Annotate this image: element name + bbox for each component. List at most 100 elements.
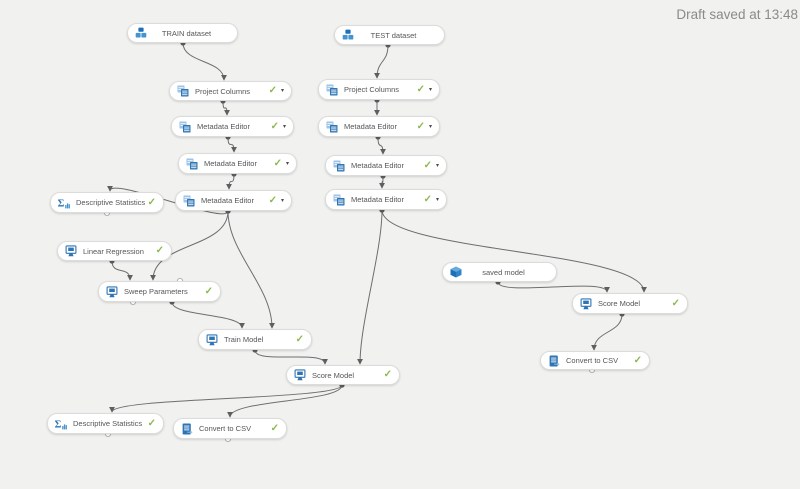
- node-metadata-editor-left-2[interactable]: Metadata Editor ✓▾: [178, 153, 297, 174]
- connector-score-center-to-descriptive-stats: [109, 384, 343, 413]
- node-label: Linear Regression: [83, 246, 144, 256]
- connector-metadata-3-right-to-score-right: [381, 209, 647, 293]
- chevron-down-icon[interactable]: ▾: [435, 162, 439, 169]
- node-test-dataset[interactable]: TEST dataset: [334, 25, 445, 45]
- status-check-icon: ✓: [270, 120, 279, 132]
- node-metadata-editor-left-1[interactable]: Metadata Editor ✓▾: [171, 116, 294, 137]
- chevron-down-icon[interactable]: ▾: [435, 196, 439, 203]
- chevron-down-icon[interactable]: ▾: [282, 123, 286, 130]
- connector-train-model-to-score-center: [254, 349, 328, 365]
- node-score-model-center[interactable]: Score Model ✓: [286, 365, 400, 385]
- node-project-columns-left[interactable]: Project Columns ✓▾: [169, 81, 292, 101]
- chevron-down-icon[interactable]: ▾: [280, 88, 284, 94]
- node-descriptive-stats-bottom[interactable]: Σ Descriptive Statistics ✓: [47, 413, 164, 434]
- chevron-down-icon[interactable]: ▾: [285, 160, 289, 167]
- status-check-icon: ✓: [155, 245, 164, 256]
- node-label: Descriptive Statistics: [76, 198, 146, 207]
- node-train-dataset[interactable]: TRAIN dataset: [127, 23, 238, 43]
- model-icon: [206, 333, 218, 345]
- status-check-icon: ✓: [295, 333, 304, 345]
- node-label: Project Columns: [344, 85, 400, 94]
- connector-metadata-2-to-metadata-3-right: [379, 175, 386, 189]
- node-metadata-editor-right-3[interactable]: Metadata Editor✓▾: [325, 189, 447, 210]
- connector-test-dataset-to-project-columns: [374, 44, 389, 79]
- draft-saved-status: Draft saved at 13:48: [676, 7, 798, 22]
- model-icon: [65, 245, 77, 257]
- node-label: Score Model: [598, 299, 641, 308]
- status-check-icon: ✓: [268, 85, 277, 96]
- node-metadata-editor-right-2[interactable]: Metadata Editor ✓▾: [325, 155, 447, 176]
- status-check-icon: ✓: [270, 422, 279, 434]
- connector-score-right-to-convert-csv-right: [591, 313, 623, 351]
- node-score-model-right[interactable]: Score Model✓: [572, 293, 688, 314]
- connector-saved-model-to-score-right: [497, 281, 610, 293]
- status-check-icon: ✓: [147, 196, 156, 208]
- chevron-down-icon[interactable]: ▾: [280, 197, 284, 204]
- connector-train-dataset-to-project-columns: [182, 42, 227, 81]
- node-descriptive-stats-upper[interactable]: Σ Descriptive Statistics✓: [50, 192, 164, 213]
- sigma-icon: Σ: [58, 198, 70, 209]
- node-label: Train Model: [224, 335, 264, 344]
- status-check-icon: ✓: [383, 369, 392, 380]
- node-sweep-parameters[interactable]: Sweep Parameters ✓: [98, 281, 221, 302]
- connector-metadata-3-right-to-score-center: [357, 209, 383, 365]
- node-label: Metadata Editor: [204, 159, 257, 168]
- status-check-icon: ✓: [273, 157, 282, 169]
- node-linear-regression[interactable]: Linear Regression ✓: [57, 241, 172, 261]
- node-label: Convert to CSV: [566, 356, 619, 365]
- node-label: Metadata Editor: [351, 161, 404, 170]
- node-convert-to-csv-bottom[interactable]: Convert to CSV ✓: [173, 418, 287, 439]
- connector-metadata-3-to-train-model: [227, 210, 275, 329]
- node-project-columns-right[interactable]: Project Columns ✓▾: [318, 79, 440, 100]
- connector-project-columns-to-metadata-1-left: [222, 100, 230, 116]
- status-check-icon: ✓: [633, 354, 642, 366]
- node-label: Score Model: [312, 370, 355, 380]
- node-label: saved model: [482, 267, 525, 277]
- table-icon: [333, 160, 345, 171]
- connector-metadata-2-to-metadata-3-left: [226, 173, 235, 190]
- node-label: Sweep Parameters: [124, 287, 188, 296]
- connector-score-center-to-convert-csv-bottom: [227, 384, 343, 418]
- node-convert-to-csv-right[interactable]: Convert to CSV ✓: [540, 351, 650, 370]
- node-metadata-editor-left-3[interactable]: Metadata Editor ✓▾: [175, 190, 292, 211]
- connector-metadata-3-to-descriptive-stats: [107, 185, 229, 215]
- node-label: Metadata Editor: [197, 122, 250, 131]
- node-label: Project Columns: [195, 86, 251, 96]
- model-icon: [106, 285, 118, 297]
- node-label: Descriptive Statistics: [73, 419, 143, 428]
- status-check-icon: ✓: [147, 417, 156, 429]
- node-label: Convert to CSV: [199, 424, 252, 433]
- table-icon: [186, 158, 198, 169]
- status-check-icon: ✓: [423, 159, 432, 171]
- status-check-icon: ✓: [423, 193, 432, 205]
- node-train-model[interactable]: Train Model ✓: [198, 329, 312, 350]
- status-check-icon: ✓: [416, 120, 425, 132]
- node-label: Metadata Editor: [201, 196, 254, 205]
- model-icon: [294, 369, 306, 381]
- status-check-icon: ✓: [268, 194, 277, 206]
- node-saved-model[interactable]: saved model: [442, 262, 557, 282]
- connector-metadata-3-to-sweep-parameters: [150, 210, 229, 281]
- node-metadata-editor-right-1[interactable]: Metadata Editor ✓▾: [318, 116, 440, 137]
- model-icon: [580, 297, 592, 309]
- node-label: TEST dataset: [370, 30, 417, 40]
- svg-text:Σ: Σ: [58, 198, 65, 209]
- csv-icon: [182, 423, 193, 434]
- connector-sweep-to-train-model: [171, 301, 245, 329]
- sigma-icon: Σ: [55, 419, 67, 430]
- chevron-down-icon[interactable]: ▾: [428, 86, 432, 93]
- table-icon: [177, 85, 189, 97]
- svg-text:Σ: Σ: [55, 419, 62, 430]
- chevron-down-icon[interactable]: ▾: [428, 123, 432, 130]
- dataset-icon: [135, 27, 147, 38]
- table-icon: [326, 121, 338, 132]
- connector-linear-regression-to-sweep: [111, 260, 133, 281]
- cube-icon: [450, 266, 462, 278]
- node-label: Metadata Editor: [344, 122, 397, 131]
- table-icon: [333, 194, 345, 205]
- status-check-icon: ✓: [416, 83, 425, 95]
- status-check-icon: ✓: [204, 285, 213, 297]
- table-icon: [183, 195, 195, 206]
- table-icon: [326, 84, 338, 95]
